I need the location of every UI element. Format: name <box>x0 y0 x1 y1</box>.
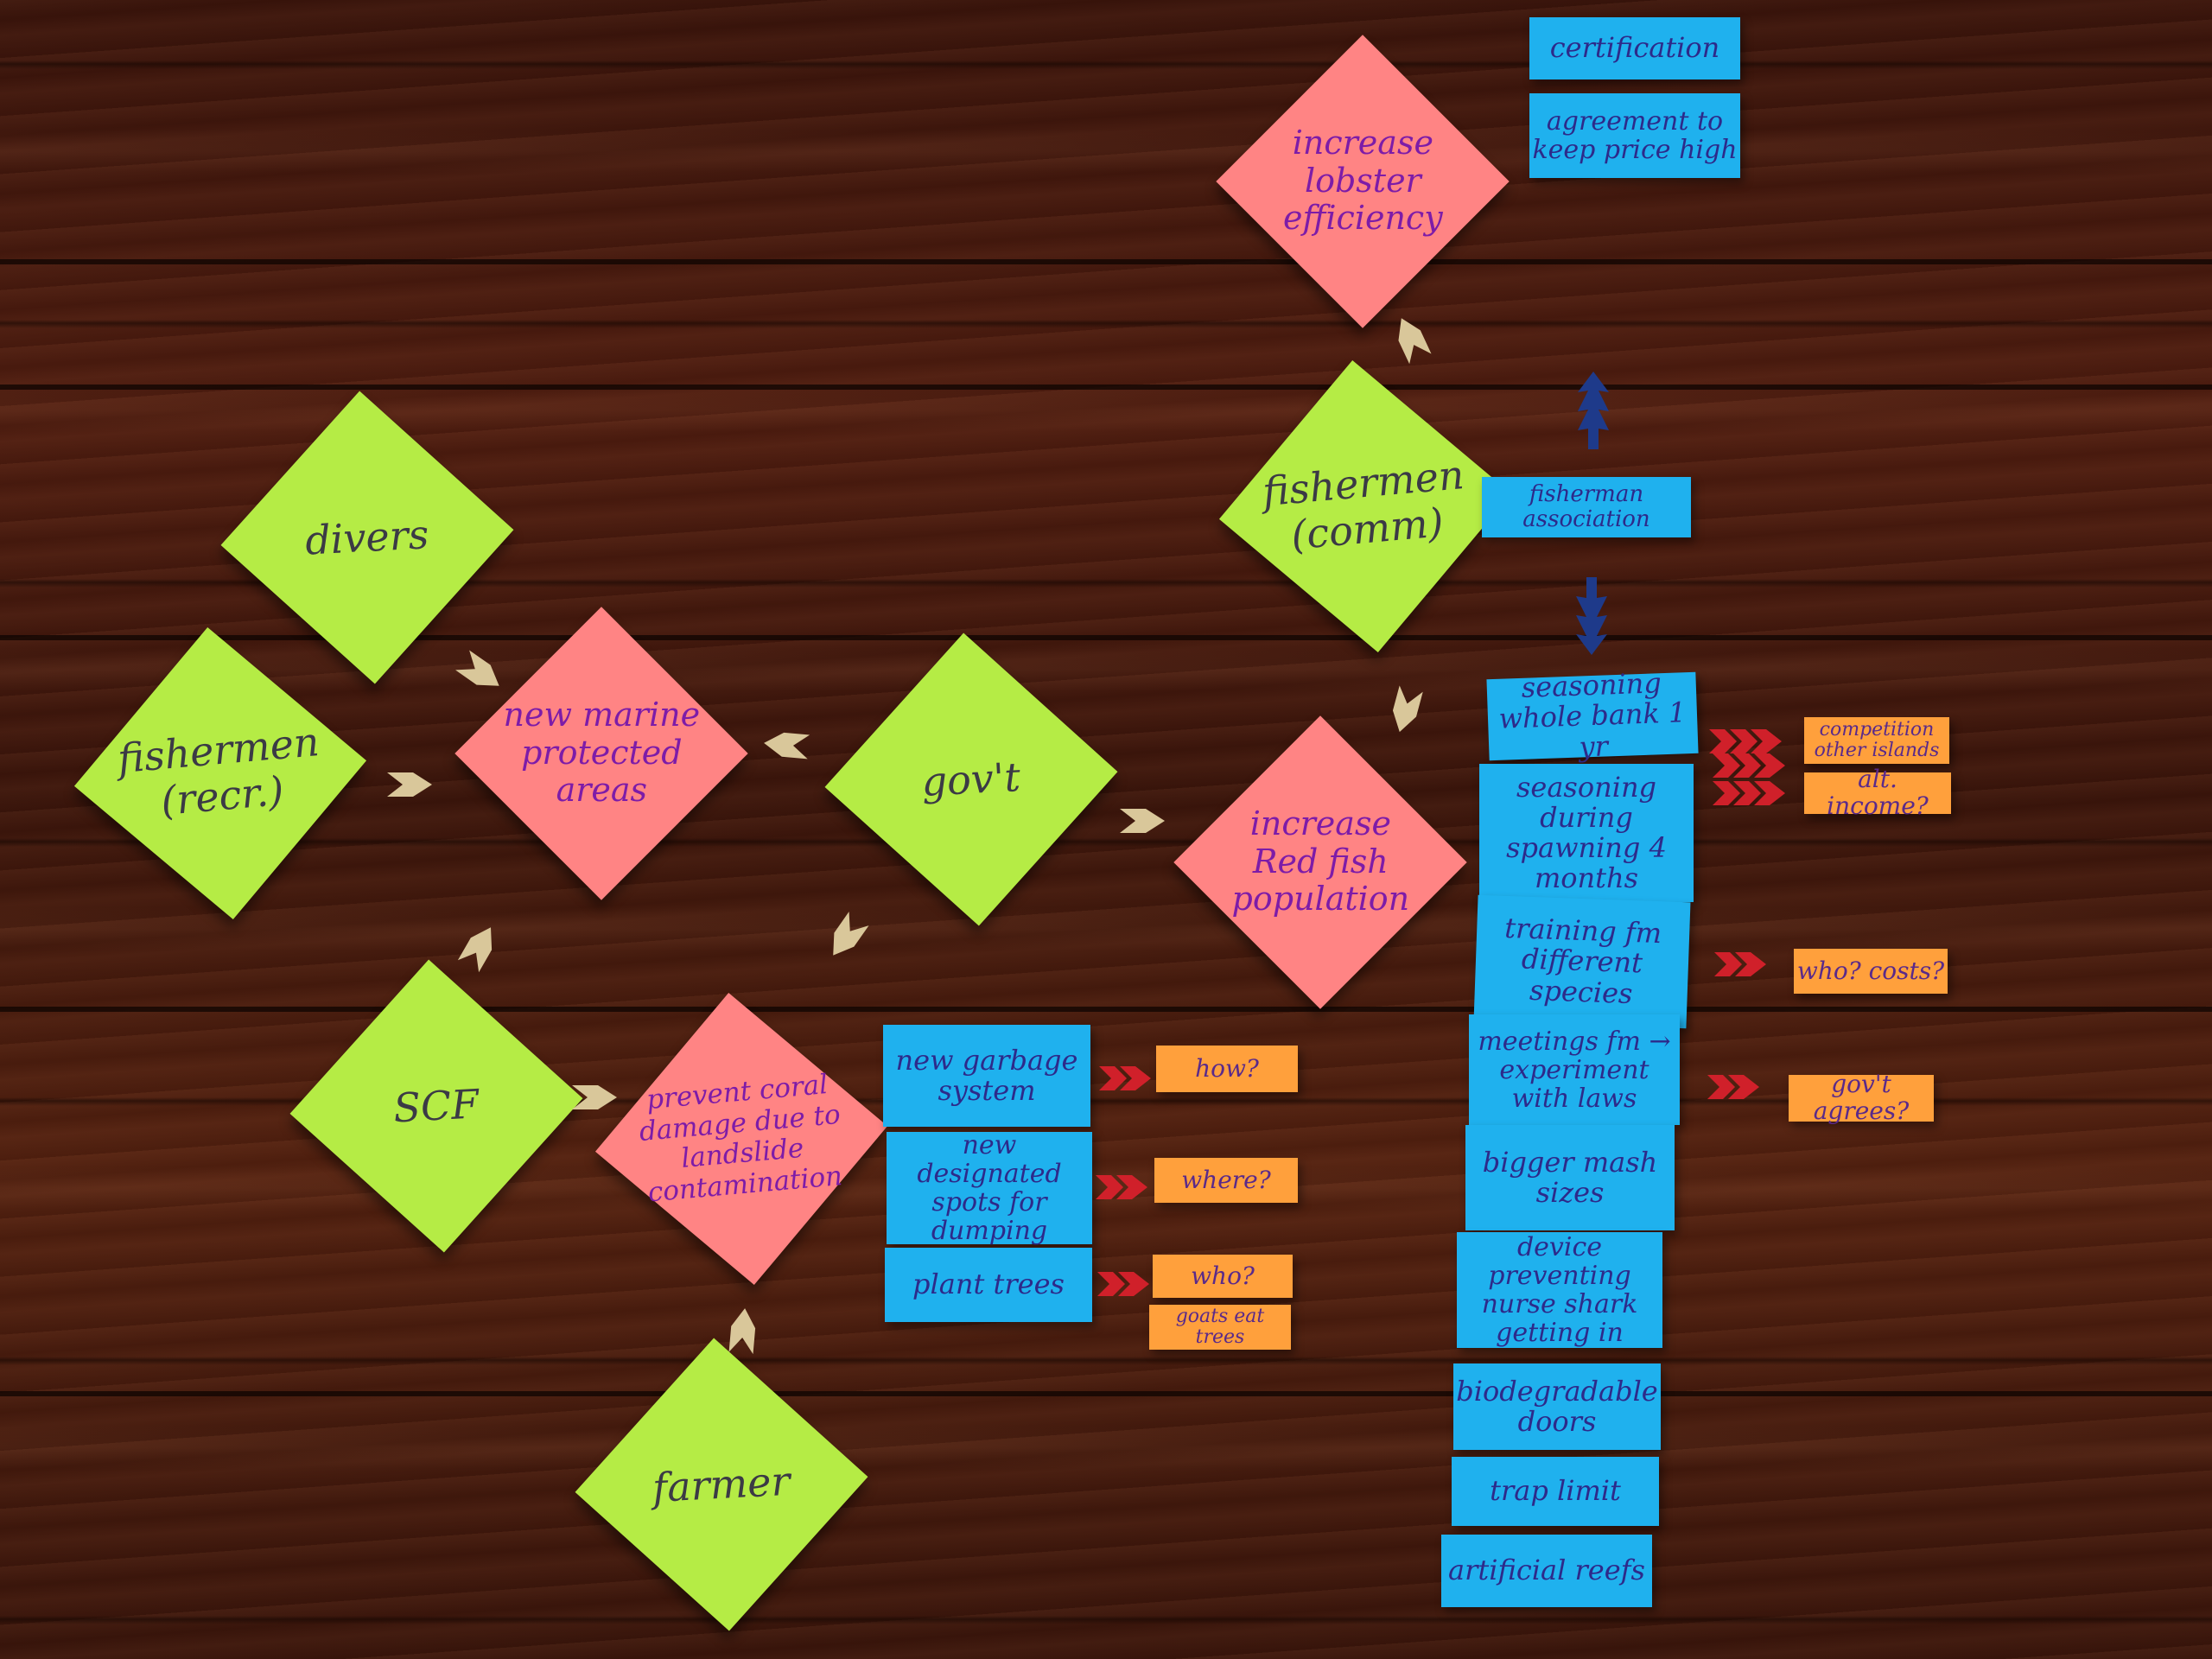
note-farmer: farmer <box>575 1338 868 1631</box>
note-increase-redfish: increase Red fish population <box>1173 715 1467 1009</box>
note-garbage: new garbage system <box>883 1025 1090 1127</box>
note-seasoning-spawning: seasoning during spawning 4 months <box>1479 764 1694 902</box>
note-bigger-mash: bigger mash sizes <box>1465 1125 1675 1230</box>
arrow-farmer-to-coral <box>728 1308 756 1355</box>
note-how: how? <box>1156 1046 1298 1092</box>
note-fishermen-recr: fishermen (recr.) <box>73 626 367 920</box>
navy-arrow-up <box>1578 372 1609 449</box>
note-competition: competition other islands <box>1804 717 1949 764</box>
note-device: device preventing nurse shark getting in <box>1457 1232 1662 1348</box>
note-trap-limit: trap limit <box>1452 1457 1659 1526</box>
arrow-recr-to-marine <box>387 772 432 797</box>
note-where: where? <box>1154 1158 1298 1203</box>
note-meetings: meetings fm → experiment with laws <box>1469 1014 1680 1125</box>
arrow-govt-to-coral <box>833 912 869 956</box>
note-scf: SCF <box>289 959 583 1253</box>
note-alt-income: alt. income? <box>1804 766 1951 819</box>
note-increase-lobster-text: increase lobster efficiency <box>1282 124 1443 238</box>
note-govt-agrees: gov't agrees? <box>1789 1071 1934 1124</box>
note-govt: gov't <box>824 632 1118 926</box>
navy-arrow-down <box>1576 577 1607 655</box>
note-farmer-text: farmer <box>652 1457 791 1511</box>
note-who: who? <box>1153 1255 1293 1298</box>
note-new-marine: new marine protected areas <box>454 607 748 900</box>
note-prevent-coral-text: prevent coral damage due to landslide co… <box>638 1068 844 1209</box>
arrow-comm-to-redfish <box>1392 685 1423 733</box>
note-fishermen-comm: fishermen (comm) <box>1218 359 1512 653</box>
red-arrow-govt-agrees <box>1707 1075 1759 1099</box>
note-certification: certification <box>1529 17 1740 79</box>
note-divers-text: divers <box>304 510 430 564</box>
arrow-redfish-to-lobster <box>1398 318 1432 365</box>
note-fishermen-comm-text: fishermen (comm) <box>1260 451 1466 559</box>
note-fishermen-recr-text: fishermen (recr.) <box>115 718 321 825</box>
note-biodegradable: biodegradable doors <box>1453 1363 1661 1450</box>
note-increase-lobster: increase lobster efficiency <box>1216 35 1510 328</box>
note-seasoning-whole: seasoning whole bank 1 yr <box>1486 666 1699 763</box>
note-increase-redfish-text: increase Red fish population <box>1231 804 1409 918</box>
red-arrow-how <box>1099 1066 1151 1090</box>
red-arrow-who-costs <box>1714 952 1766 976</box>
red-arrow-where <box>1096 1175 1147 1199</box>
note-divers: divers <box>220 391 514 684</box>
arrow-divers-to-marine <box>455 650 499 686</box>
arrow-scf-to-marine <box>457 927 493 973</box>
note-fisherman-association: fisherman association <box>1482 477 1691 537</box>
note-goats: goats eat trees <box>1149 1305 1291 1350</box>
arrow-govt-to-redfish <box>1120 809 1165 833</box>
red-arrow-competition-2 <box>1713 753 1785 778</box>
note-training: training fm different species <box>1473 894 1691 1029</box>
red-arrow-competition <box>1709 729 1782 753</box>
note-govt-text: gov't <box>920 753 1022 805</box>
red-arrow-who <box>1097 1272 1149 1296</box>
note-scf-text: SCF <box>392 1080 480 1132</box>
note-prevent-coral: prevent coral damage due to landslide co… <box>594 992 888 1286</box>
note-dumping: new designated spots for dumping <box>887 1131 1092 1245</box>
note-artificial-reefs: artificial reefs <box>1441 1535 1652 1607</box>
note-plant-trees: plant trees <box>885 1248 1092 1322</box>
note-agreement: agreement to keep price high <box>1529 93 1740 178</box>
note-new-marine-text: new marine protected areas <box>503 696 700 810</box>
arrow-scf-to-coral <box>572 1085 617 1109</box>
red-arrow-alt-income <box>1713 781 1785 805</box>
arrow-govt-to-marine <box>764 732 810 760</box>
note-who-costs: who? costs? <box>1794 949 1948 994</box>
